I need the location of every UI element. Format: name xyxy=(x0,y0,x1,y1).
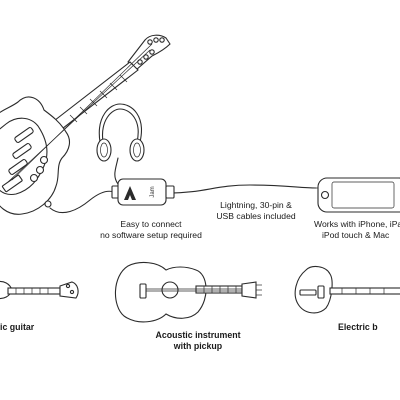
guitar-cable xyxy=(50,191,114,212)
acoustic-caption: Acoustic instrument with pickup xyxy=(138,330,258,352)
easy-connect-caption: Easy to connect no software setup requir… xyxy=(88,219,214,241)
cables-line2: USB cables included xyxy=(206,211,306,222)
works-with-line2: iPod touch & Mac xyxy=(314,230,400,241)
easy-connect-line1: Easy to connect xyxy=(88,219,214,230)
electric-guitar-caption: ic guitar xyxy=(0,322,70,333)
easy-connect-line2: no software setup required xyxy=(88,230,214,241)
device-logo-text: Jam xyxy=(150,186,156,197)
acoustic-caption-line2: with pickup xyxy=(138,341,258,352)
bottom-electric-guitar-illustration xyxy=(0,281,78,298)
works-with-caption: Works with iPhone, iPa iPod touch & Mac xyxy=(314,219,400,241)
headphone-cable xyxy=(115,158,118,184)
cables-line1: Lightning, 30-pin & xyxy=(206,200,306,211)
works-with-line1: Works with iPhone, iPa xyxy=(314,219,400,230)
headphones-illustration xyxy=(97,104,144,161)
iphone-illustration xyxy=(312,178,400,212)
device-cable xyxy=(168,185,316,193)
acoustic-caption-line1: Acoustic instrument xyxy=(138,330,258,341)
audio-interface-device: Jam xyxy=(112,179,174,205)
acoustic-guitar-illustration xyxy=(115,263,262,322)
electric-bass-illustration xyxy=(295,267,400,313)
bass-caption: Electric b xyxy=(338,322,400,333)
cables-caption: Lightning, 30-pin & USB cables included xyxy=(206,200,306,222)
